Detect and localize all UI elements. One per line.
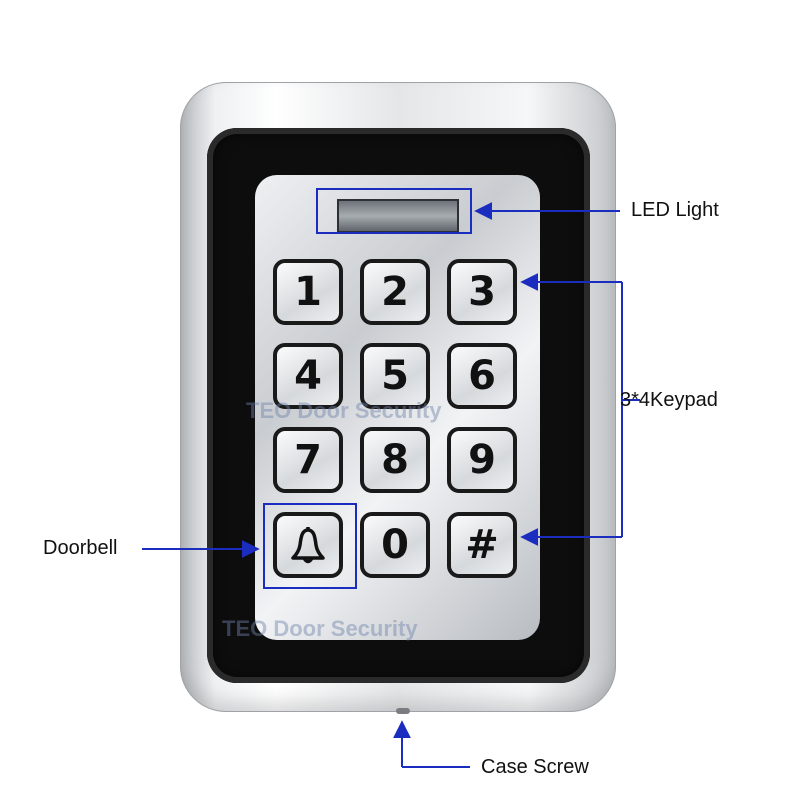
label-doorbell: Doorbell — [43, 537, 118, 559]
label-keypad: 3*4Keypad — [620, 389, 718, 411]
key-9[interactable]: 9 — [447, 427, 517, 493]
label-case-screw: Case Screw — [481, 756, 589, 778]
key-3[interactable]: 3 — [447, 259, 517, 325]
label-led-light: LED Light — [631, 199, 719, 221]
watermark: TEO Door Security — [246, 398, 442, 423]
key-0[interactable]: 0 — [360, 512, 430, 578]
watermark: TEO Door Security — [222, 616, 418, 641]
key-5[interactable]: 5 — [360, 343, 430, 409]
key-7[interactable]: 7 — [273, 427, 343, 493]
key-8[interactable]: 8 — [360, 427, 430, 493]
bell-icon — [291, 527, 325, 564]
key-hash[interactable]: # — [447, 512, 517, 578]
key-doorbell[interactable] — [273, 512, 343, 578]
key-4[interactable]: 4 — [273, 343, 343, 409]
doorbell-highlight-box — [263, 503, 357, 589]
led-highlight-box — [316, 188, 472, 234]
key-1[interactable]: 1 — [273, 259, 343, 325]
case-screw — [396, 708, 410, 714]
key-2[interactable]: 2 — [360, 259, 430, 325]
key-6[interactable]: 6 — [447, 343, 517, 409]
